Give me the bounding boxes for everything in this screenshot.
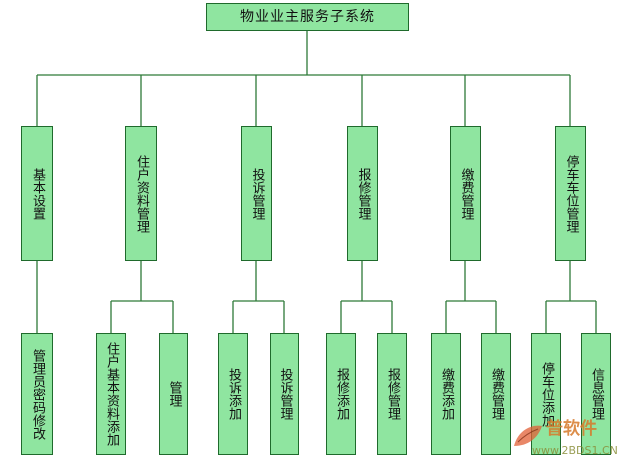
leaf-payment-manage: 缴费管理 bbox=[481, 333, 511, 455]
watermark-brand: 普软件 bbox=[546, 418, 597, 439]
leaf-admin-password: 管理员密码修改 bbox=[21, 333, 53, 455]
module-resident-records: 住户资料管理 bbox=[125, 126, 157, 261]
watermark-url: www.2BDS1.CN bbox=[532, 444, 618, 457]
leaf-repair-manage: 报修管理 bbox=[377, 333, 407, 455]
leaf-repair-add: 报修添加 bbox=[326, 333, 356, 455]
module-repairs: 报修管理 bbox=[347, 126, 378, 261]
module-basic-settings: 基本设置 bbox=[21, 126, 53, 261]
leaf-parking-info: 信息管理 bbox=[581, 333, 611, 455]
watermark-logo: 普软件 www.2BDS1.CN bbox=[514, 418, 618, 457]
leaf-complaint-add: 投诉添加 bbox=[218, 333, 248, 455]
module-payments: 缴费管理 bbox=[450, 126, 481, 261]
root-node: 物业业主服务子系统 bbox=[206, 3, 409, 31]
module-parking: 停车车位管理 bbox=[555, 126, 586, 261]
leaf-payment-add: 缴费添加 bbox=[431, 333, 461, 455]
leaf-parking-add: 停车位添加 bbox=[531, 333, 561, 455]
leaf-resident-manage: 管理 bbox=[159, 333, 188, 455]
module-complaints: 投诉管理 bbox=[241, 126, 272, 261]
leaf-complaint-manage: 投诉管理 bbox=[270, 333, 299, 455]
leaf-resident-add: 住户基本资料添加 bbox=[96, 333, 126, 455]
